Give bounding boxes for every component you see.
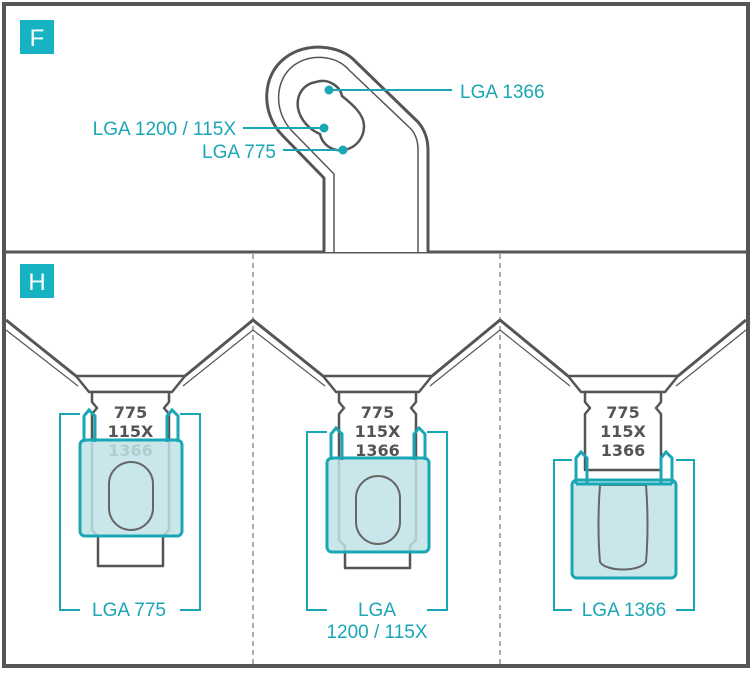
- callout-lga1366: [324, 85, 452, 95]
- badge-f: [20, 20, 54, 54]
- cooler-slot-2: [355, 475, 401, 545]
- bracket-1-num-115x: 115X: [108, 422, 154, 441]
- cooler-plate-2: [325, 456, 431, 554]
- clip-3-left: [574, 449, 589, 484]
- label-lga1366: LGA 1366: [460, 82, 545, 103]
- bracket-3-num-775: 775: [606, 403, 639, 422]
- clip-1-left: [82, 407, 97, 442]
- callout-lga775: [283, 145, 348, 155]
- bracket-2-num-115x: 115X: [355, 422, 401, 441]
- bracket-3-num-115x: 115X: [600, 422, 646, 441]
- clip-2-right: [412, 425, 427, 460]
- badge-h-label: H: [28, 269, 45, 296]
- bracket-1-num-775: 775: [114, 403, 147, 422]
- bracket-2-num-1366: 1366: [355, 441, 400, 460]
- callout-lga1200: [243, 123, 329, 133]
- badge-f-label: F: [30, 25, 45, 52]
- badge-h: [20, 264, 54, 298]
- label-bracket-2: [306, 431, 448, 611]
- holder-outline-outer: [5, 318, 747, 378]
- mount-column-3: 775 115X 1366 LGA 1366: [553, 374, 695, 621]
- panel-f: F LGA 1366 LGA 1200 / 115X LGA 775: [20, 20, 545, 252]
- wrench-tool-inner: [277, 56, 419, 252]
- clip-2-left: [329, 425, 344, 460]
- cooler-slot-3: [597, 484, 649, 571]
- panel-h: H 775 115X 1366 LGA 775 775 115X 1366: [5, 264, 747, 643]
- cooler-slot-1: [108, 461, 154, 531]
- cooler-plate-1: [78, 438, 184, 538]
- funnel-1: [74, 374, 187, 394]
- bracket-2-num-775: 775: [361, 403, 394, 422]
- holder-outline-inner: [5, 329, 747, 387]
- column-1-label: LGA 775: [92, 600, 166, 621]
- column-3-label: LGA 1366: [582, 600, 667, 621]
- funnel-3: [566, 374, 680, 394]
- mount-column-2: 775 115X 1366 LGA 1200 / 115X: [306, 374, 448, 643]
- mount-column-1: 775 115X 1366 LGA 775: [59, 374, 201, 621]
- funnel-2: [321, 374, 434, 394]
- label-lga775: LGA 775: [202, 142, 276, 163]
- cooler-plate-3: [570, 478, 678, 580]
- clip-1-right: [165, 407, 180, 442]
- clip-3-right: [659, 449, 674, 484]
- bracket-3-num-1366: 1366: [601, 441, 646, 460]
- label-bracket-1: [59, 413, 201, 611]
- column-2-label-line-1: LGA: [358, 600, 396, 621]
- label-lga1200: LGA 1200 / 115X: [93, 119, 237, 140]
- label-bracket-3: [553, 459, 695, 611]
- column-2-label-line-2: 1200 / 115X: [326, 622, 427, 643]
